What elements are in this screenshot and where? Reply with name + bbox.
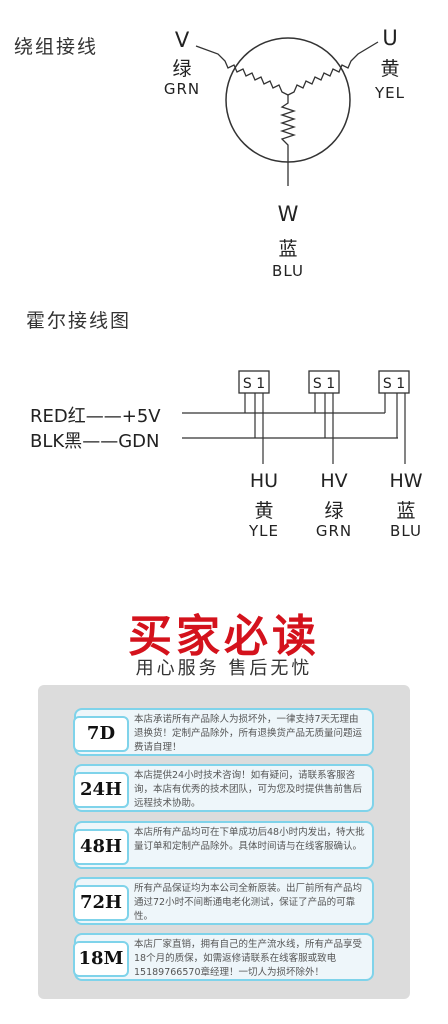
- hall-hv-cn: 绿: [324, 500, 344, 522]
- hall-sensor-label-3: S 1: [383, 376, 405, 392]
- phase-w-cn: 蓝: [278, 238, 298, 260]
- policy-text: 本店提供24小时技术咨询！如有疑问，请联系客服咨询，本店有优秀的技术团队，可为您…: [134, 770, 363, 809]
- power-5v-value: +5V: [121, 406, 161, 427]
- phase-u-letter: U: [382, 26, 398, 50]
- policy-text: 本店厂家直销，拥有自己的生产流水线，所有产品享受18个月的质保，如需返修请联系在…: [134, 939, 363, 978]
- policy-badge: 48H: [73, 829, 129, 865]
- hall-hu-cn: 黄: [254, 500, 274, 522]
- policy-card-18m: 18M 本店厂家直销，拥有自己的生产流水线，所有产品享受18个月的质保，如需返修…: [73, 933, 374, 981]
- power-gnd-color: BLK黑: [30, 431, 83, 452]
- phase-v-letter: V: [174, 28, 190, 52]
- phase-v-cn: 绿: [172, 58, 192, 80]
- power-line-gnd: BLK黑——GDN: [30, 427, 159, 453]
- hall-sensor-box-2: [308, 370, 340, 394]
- policy-text: 本店所有产品均可在下单成功后48小时内发出，特大批量订单和定制产品除外。具体时间…: [134, 827, 365, 852]
- hall-hv-signal: HV: [320, 470, 348, 492]
- power-gnd-dash: ——: [82, 431, 119, 452]
- hall-sensor-label-2: S 1: [313, 376, 335, 392]
- phase-w-en: BLU: [272, 262, 304, 280]
- policy-card-48h: 48H 本店所有产品均可在下单成功后48小时内发出，特大批量订单和定制产品除外。…: [73, 821, 374, 869]
- policy-card-24h: 24H 本店提供24小时技术咨询！如有疑问，请联系客服咨询，本店有优秀的技术团队…: [73, 764, 374, 812]
- policy-badge: 24H: [73, 772, 129, 808]
- policy-text: 本店承诺所有产品除人为损坏外，一律支持7天无理由退换货！定制产品除外，所有退换货…: [134, 714, 363, 753]
- phase-v-en: GRN: [163, 80, 201, 98]
- phase-u-cn: 黄: [380, 58, 400, 80]
- policy-badge: 7D: [73, 716, 129, 752]
- policy-badge: 18M: [73, 941, 129, 977]
- power-gnd-value: GDN: [118, 431, 160, 452]
- must-read-subtitle: 用心服务 售后无忧: [135, 658, 313, 679]
- hall-title: 霍尔接线图: [26, 310, 132, 332]
- hall-hw-signal: HW: [389, 470, 423, 492]
- hall-sensor-box-1: [238, 370, 270, 394]
- must-read-title: 买家必读: [128, 611, 320, 662]
- power-5v-color: RED红: [30, 406, 86, 427]
- hall-sensor-label-1: S 1: [243, 376, 265, 392]
- hall-diagram: S 1 S 1 S 1: [182, 370, 410, 464]
- coil-v: [195, 45, 289, 96]
- hall-hw-en: BLU: [390, 522, 422, 540]
- hall-hu-en: YLE: [249, 522, 279, 540]
- hall-hu-signal: HU: [249, 470, 279, 492]
- winding-title: 绕组接线: [14, 36, 99, 58]
- phase-u-en: YEL: [375, 84, 405, 102]
- policy-badge: 72H: [73, 885, 129, 921]
- policy-text: 所有产品保证均为本公司全新原装。出厂前所有产品均通过72小时不间断通电老化测试，…: [134, 883, 363, 922]
- power-5v-dash: ——: [85, 406, 122, 427]
- hall-hw-cn: 蓝: [396, 500, 416, 522]
- hall-sensor-box-3: [378, 370, 410, 394]
- hall-hv-en: GRN: [315, 522, 353, 540]
- policy-card-72h: 72H 所有产品保证均为本公司全新原装。出厂前所有产品均通过72小时不间断通电老…: [73, 877, 374, 925]
- phase-w-letter: W: [277, 202, 299, 226]
- coil-w: [279, 95, 297, 186]
- winding-diagram: [195, 37, 379, 186]
- power-line-5v: RED红——+5V: [30, 402, 161, 428]
- policy-card-7d: 7D 本店承诺所有产品除人为损坏外，一律支持7天无理由退换货！定制产品除外，所有…: [73, 708, 374, 756]
- coil-u: [287, 41, 379, 96]
